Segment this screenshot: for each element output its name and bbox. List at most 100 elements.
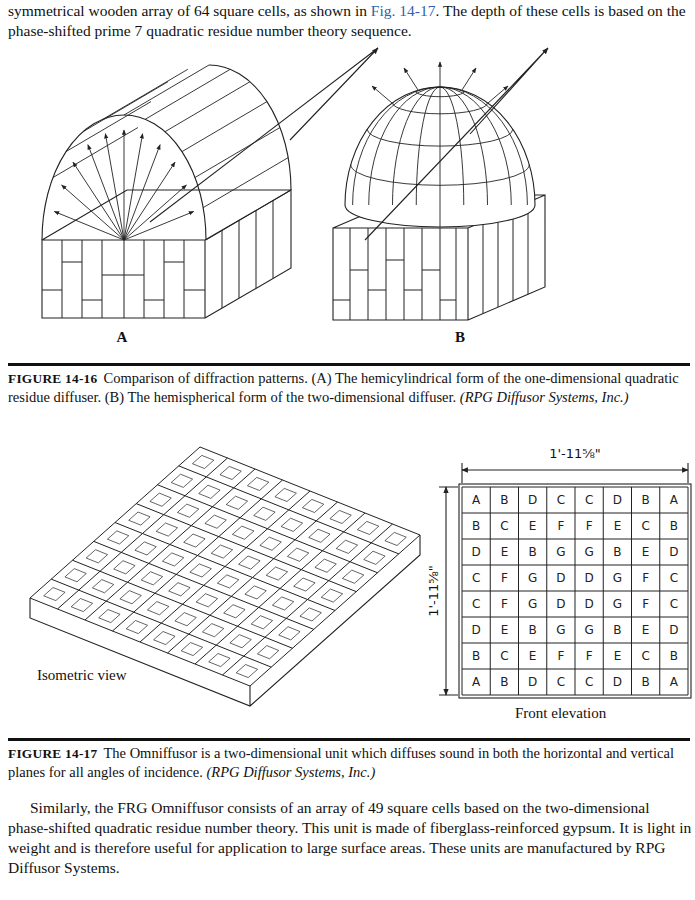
- cell-bottom: [224, 605, 245, 618]
- cell-bottom: [275, 488, 297, 501]
- figure-caption: FIGURE 14-17The Omniffusor is a two-dime…: [8, 744, 690, 782]
- grid-line: [688, 487, 689, 695]
- cell-depth-letter: F: [634, 593, 658, 615]
- caption-credit: (RPG Diffusor Systems, Inc.): [207, 764, 376, 780]
- caption-number: FIGURE 14-16: [8, 371, 97, 386]
- cell-depth-letter: F: [492, 593, 516, 615]
- cell-depth-letter: F: [492, 567, 516, 589]
- elevation-grid: [462, 487, 688, 695]
- cell-depth-letter: C: [464, 567, 488, 589]
- cell-bottom: [364, 551, 385, 564]
- cell-depth-letter: B: [662, 645, 686, 667]
- dimension-line-side: [445, 487, 446, 695]
- cell-depth-letter: D: [549, 593, 573, 615]
- cell-bottom: [357, 521, 378, 534]
- cell-bottom: [205, 515, 226, 528]
- cell-bottom: [196, 594, 218, 607]
- cell-depth-letter: G: [521, 567, 545, 589]
- cell-depth-letter: B: [521, 619, 545, 641]
- grid-line: [250, 535, 420, 686]
- figure-letter: A: [110, 329, 134, 346]
- cell-bottom: [245, 586, 266, 599]
- front-elevation: [439, 463, 691, 698]
- cell-bottom: [300, 608, 321, 621]
- cell-bottom: [330, 510, 351, 523]
- cell-bottom: [199, 485, 220, 498]
- cell-bottom: [44, 588, 65, 601]
- incident-rays: [365, 48, 548, 240]
- cell-bottom: [217, 575, 238, 588]
- cell-depth-letter: E: [492, 541, 516, 563]
- cell-depth-letter: G: [549, 541, 573, 563]
- cell-depth-letter: E: [521, 515, 545, 537]
- body-paragraph: Similarly, the FRG Omniffusor consists o…: [8, 798, 692, 878]
- cell-bottom: [92, 580, 113, 593]
- cell-bottom: [181, 643, 202, 656]
- cell-bottom: [385, 532, 406, 545]
- cell-depth-letter: B: [634, 671, 658, 693]
- cell-bottom: [266, 567, 287, 580]
- cell-depth-letter: C: [634, 645, 658, 667]
- cell-bottom: [321, 589, 342, 602]
- cell-bottom: [162, 553, 183, 566]
- cell-depth-letter: D: [521, 671, 545, 693]
- cell-depth-letter: B: [605, 541, 629, 563]
- cell-depth-letter: C: [464, 593, 488, 615]
- cell-depth-letter: B: [662, 515, 686, 537]
- grid-line: [223, 524, 393, 675]
- cell-depth-letter: B: [492, 671, 516, 693]
- grid-line: [200, 447, 420, 535]
- cell-depth-letter: C: [662, 567, 686, 589]
- cell-bottom: [107, 531, 128, 544]
- cylinder-generators: [53, 65, 291, 240]
- cell-bottom: [254, 507, 275, 520]
- cell-depth-letter: B: [521, 541, 545, 563]
- cell-bottom: [99, 610, 120, 623]
- grid-line: [179, 466, 399, 554]
- cell-bottom: [114, 561, 135, 574]
- diffraction-rays: [372, 62, 508, 103]
- cell-bottom: [150, 493, 171, 506]
- grid-line: [462, 695, 688, 696]
- grid-line: [195, 513, 365, 664]
- cell-depth-letter: C: [634, 515, 658, 537]
- cell-depth-letter: B: [605, 619, 629, 641]
- cell-bottom: [236, 665, 257, 678]
- figure-caption: FIGURE 14-16Comparison of diffraction pa…: [8, 369, 690, 407]
- cell-bottom: [202, 624, 223, 637]
- cell-depth-letter: D: [577, 593, 601, 615]
- cell-depth-letter: G: [577, 619, 601, 641]
- cell-depth-letter: C: [577, 489, 601, 511]
- cell-bottom: [192, 455, 213, 468]
- dome-meridians: [353, 87, 528, 227]
- grid-line: [603, 487, 604, 695]
- cell-bottom: [336, 540, 357, 553]
- figure-letter: B: [448, 329, 472, 346]
- omni-sides: [30, 535, 420, 706]
- cell-bottom: [126, 621, 147, 634]
- cell-bottom: [65, 569, 86, 582]
- cell-bottom: [251, 616, 272, 629]
- grid-line: [462, 591, 688, 592]
- dome-latitudes: [351, 91, 530, 185]
- cylinder-back-arc: [209, 65, 291, 190]
- cell-depth-letter: G: [605, 593, 629, 615]
- cell-bottom: [156, 523, 177, 536]
- cell-bottom: [257, 646, 278, 659]
- cell-bottom: [177, 504, 198, 517]
- body-text: Similarly, the FRG Omniffusor consists o…: [8, 799, 691, 876]
- grid-line: [462, 643, 688, 644]
- cell-bottom: [184, 534, 205, 547]
- dimension-label: 1'-11⅝": [535, 446, 615, 461]
- grid-line: [115, 523, 335, 611]
- cell-depth-letter: D: [662, 619, 686, 641]
- cell-depth-letter: A: [464, 489, 488, 511]
- cell-depth-letter: D: [605, 489, 629, 511]
- cell-depth-letter: B: [492, 489, 516, 511]
- cell-bottom: [287, 548, 308, 561]
- cell-bottom: [171, 474, 192, 487]
- cell-depth-letter: C: [549, 671, 573, 693]
- cell-depth-letter: F: [549, 515, 573, 537]
- body-paragraph: symmetrical wooden array of 64 square ce…: [8, 1, 692, 41]
- cell-bottom: [281, 518, 303, 531]
